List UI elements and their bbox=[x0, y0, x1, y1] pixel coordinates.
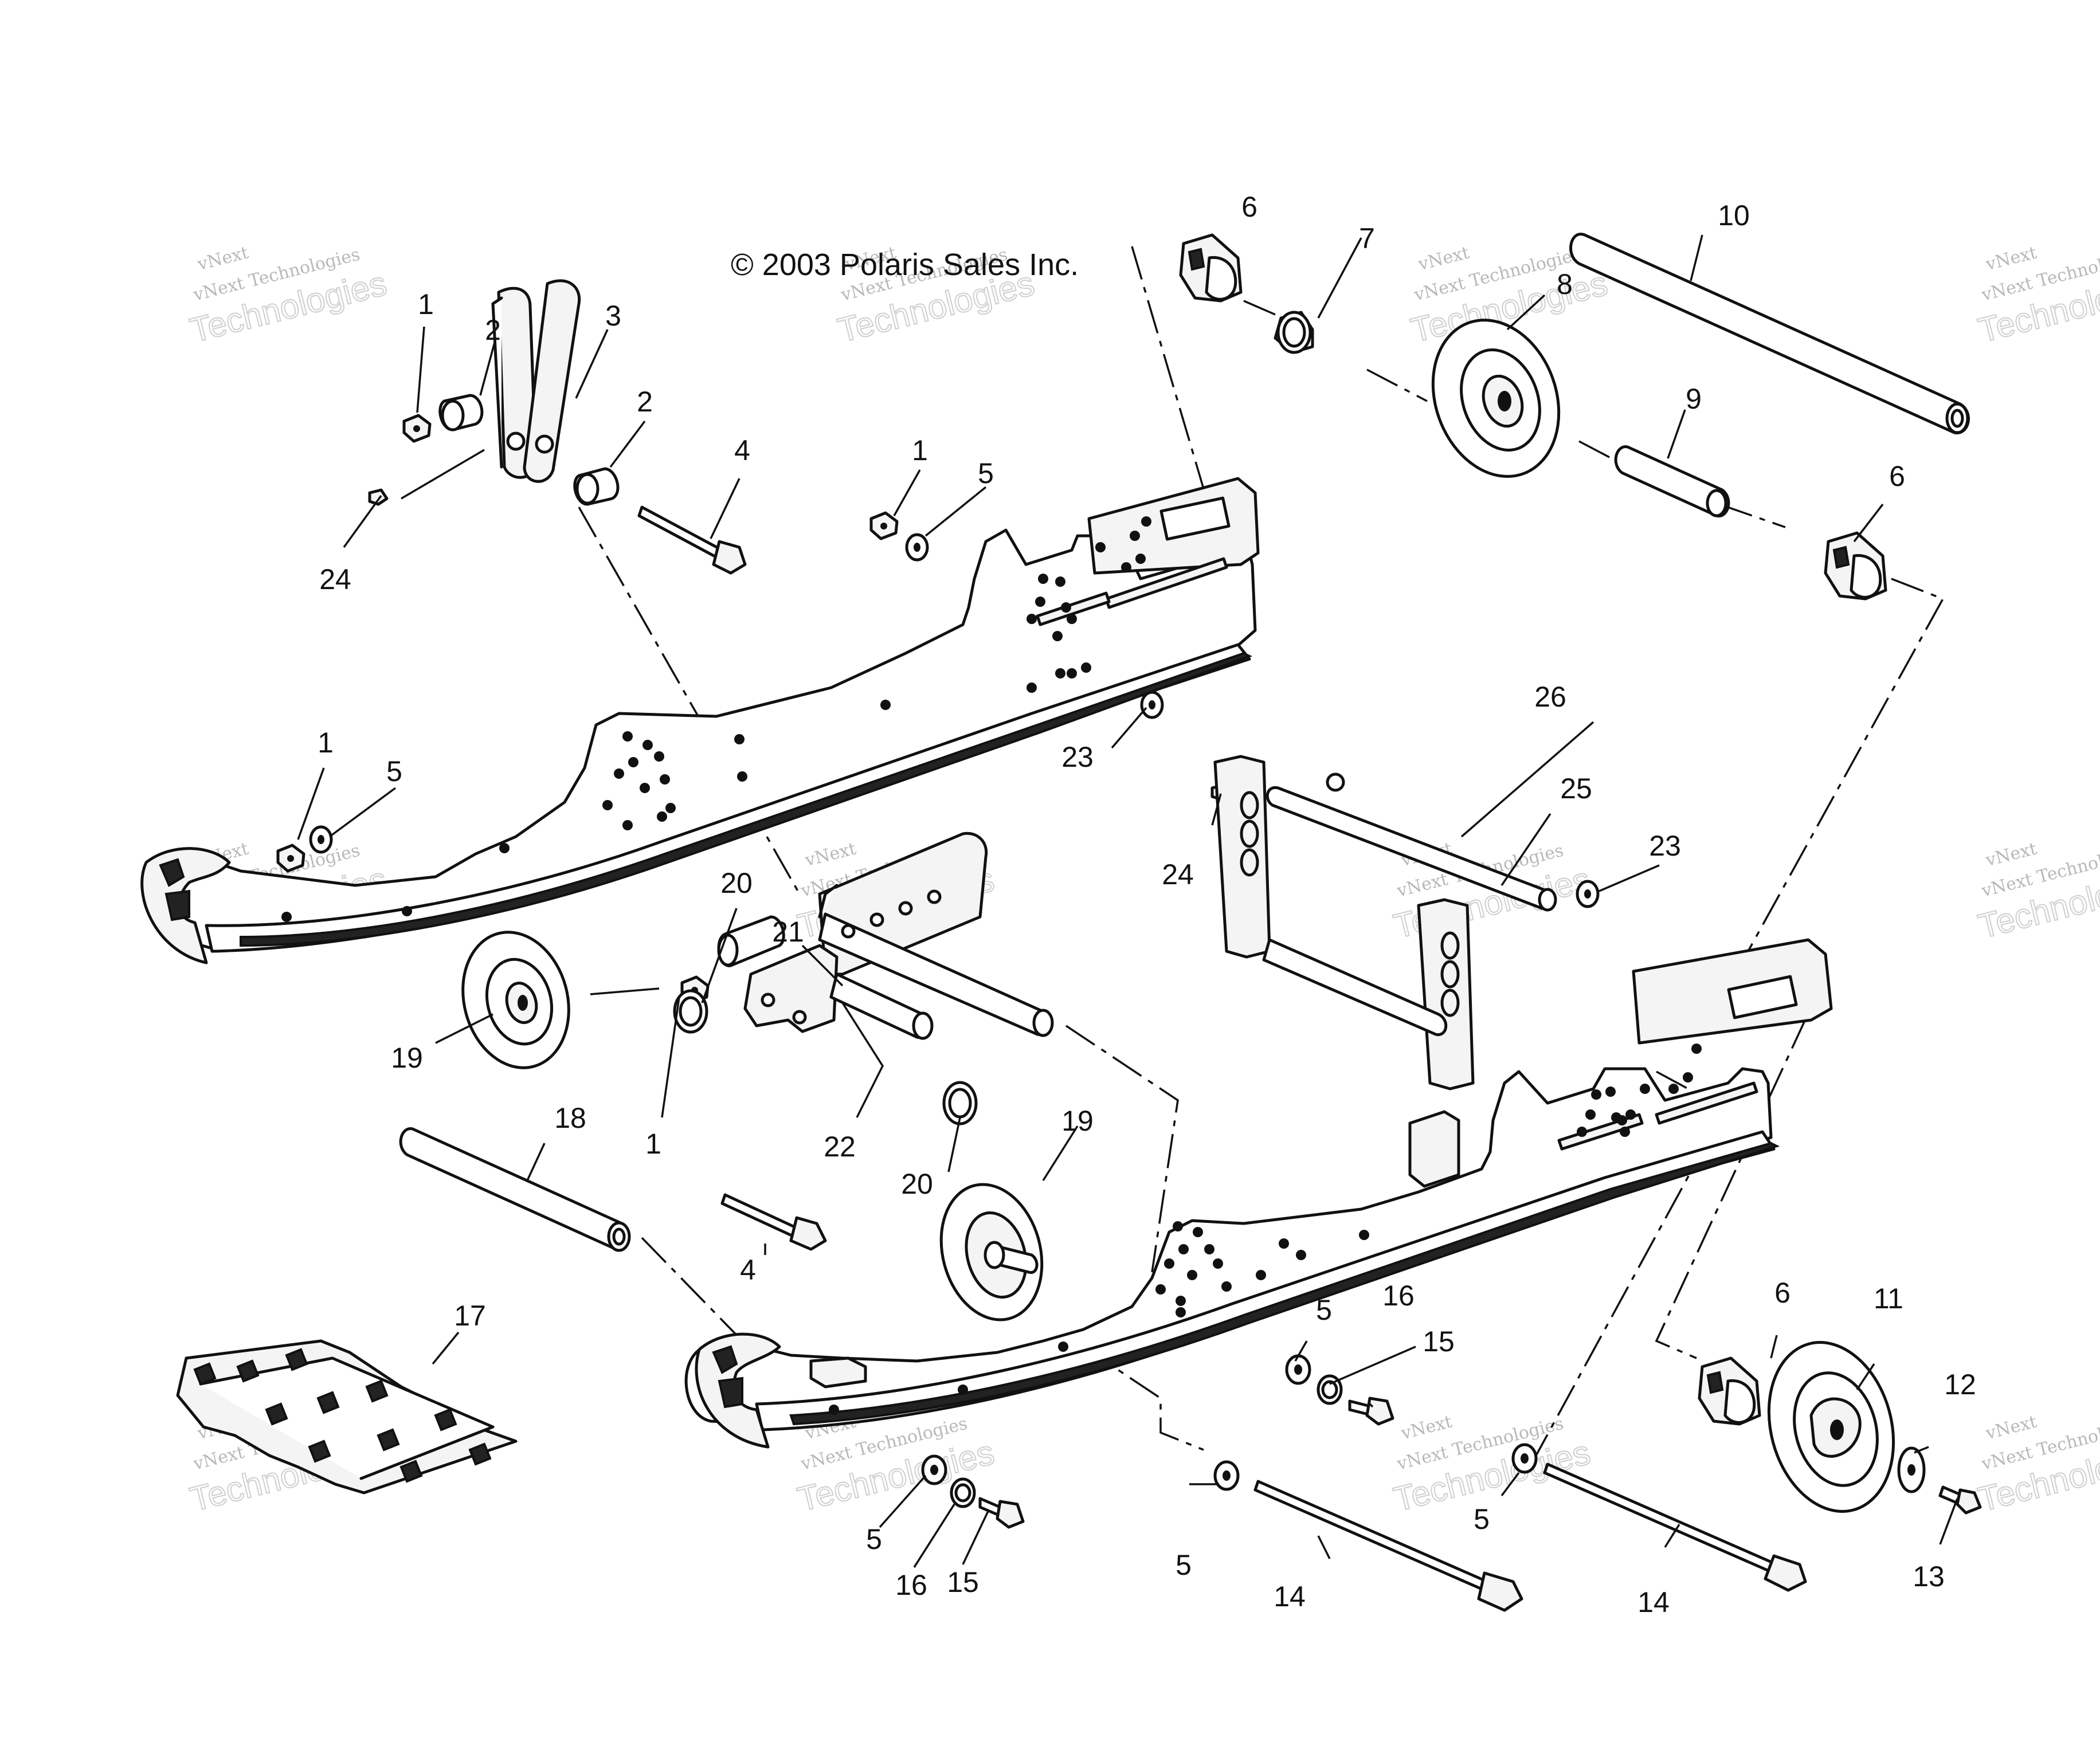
right-rail bbox=[684, 938, 1833, 1449]
callout-6: 6 bbox=[1241, 191, 1257, 223]
callout-19: 19 bbox=[1061, 1105, 1094, 1137]
callout-4: 4 bbox=[734, 434, 750, 466]
callout-5: 5 bbox=[386, 755, 402, 787]
callout-15: 15 bbox=[1423, 1325, 1455, 1358]
callout-7: 7 bbox=[1359, 222, 1375, 254]
watermark-line1: vNext bbox=[1398, 1412, 1454, 1444]
part-rear-pivot-arm bbox=[1213, 755, 1475, 1091]
part-wheel-adapters bbox=[1179, 233, 1887, 1426]
callout-20: 20 bbox=[720, 867, 753, 899]
callout-1: 1 bbox=[912, 434, 928, 466]
callout-8: 8 bbox=[1557, 268, 1573, 300]
callout-22: 22 bbox=[824, 1131, 856, 1163]
callout-14: 14 bbox=[1637, 1586, 1670, 1618]
part-torque-arm-links bbox=[491, 279, 581, 483]
callout-24: 24 bbox=[319, 563, 351, 595]
callout-16: 16 bbox=[1382, 1280, 1415, 1312]
callout-15: 15 bbox=[947, 1566, 979, 1598]
callout-23: 23 bbox=[1649, 830, 1681, 862]
callout-17: 17 bbox=[454, 1300, 486, 1332]
callout-6: 6 bbox=[1774, 1277, 1791, 1309]
callout-14: 14 bbox=[1274, 1580, 1306, 1613]
watermark-line1: vNext bbox=[1983, 243, 2039, 275]
part-wheels bbox=[461, 319, 1895, 1513]
callout-labels: 1 2 3 2 4 1 5 24 6 7 8 10 9 6 1 5 23 26 … bbox=[318, 191, 1976, 1618]
callout-24: 24 bbox=[1162, 858, 1194, 891]
callout-5: 5 bbox=[1176, 1549, 1192, 1581]
callout-26: 26 bbox=[1534, 681, 1566, 713]
watermark-line1: vNext bbox=[195, 243, 250, 275]
callout-3: 3 bbox=[605, 300, 621, 332]
callout-18: 18 bbox=[554, 1102, 586, 1134]
rail-holes bbox=[829, 1044, 1702, 1415]
watermark-line1: vNext bbox=[1983, 839, 2039, 871]
callout-13: 13 bbox=[1913, 1560, 1945, 1593]
leader-lines bbox=[297, 234, 1958, 1568]
callout-21: 21 bbox=[772, 916, 804, 948]
part-wheel-spacers bbox=[673, 311, 1314, 1125]
watermark-line1: vNext bbox=[802, 839, 858, 871]
callout-20: 20 bbox=[901, 1168, 933, 1200]
callout-23: 23 bbox=[1061, 741, 1094, 773]
callout-6: 6 bbox=[1889, 460, 1905, 492]
callout-5: 5 bbox=[866, 1523, 882, 1555]
part-bushings bbox=[438, 394, 620, 506]
callout-4: 4 bbox=[740, 1254, 756, 1286]
callout-10: 10 bbox=[1718, 199, 1750, 232]
part-nuts-and-washers bbox=[276, 414, 1926, 1508]
callout-1: 1 bbox=[318, 727, 334, 759]
part-front-pivot-arm bbox=[717, 832, 1054, 1040]
callout-2: 2 bbox=[637, 386, 653, 418]
callout-11: 11 bbox=[1874, 1282, 1903, 1315]
callout-19: 19 bbox=[391, 1042, 423, 1074]
watermark-line1: vNext bbox=[1983, 1412, 2039, 1444]
callout-5: 5 bbox=[1316, 1294, 1332, 1326]
rail-holes bbox=[281, 516, 1151, 922]
watermark-line1: vNext bbox=[1416, 243, 1471, 275]
callout-25: 25 bbox=[1560, 772, 1592, 805]
copyright-notice: © 2003 Polaris Sales Inc. bbox=[731, 248, 1079, 282]
callout-2: 2 bbox=[485, 314, 501, 346]
callout-1: 1 bbox=[418, 288, 434, 320]
callout-1: 1 bbox=[645, 1128, 661, 1160]
callout-9: 9 bbox=[1686, 383, 1702, 415]
left-rail bbox=[140, 477, 1260, 964]
callout-16: 16 bbox=[895, 1569, 927, 1601]
part-bolts bbox=[637, 505, 1982, 1612]
part-slide-protector bbox=[176, 1339, 518, 1495]
callout-5: 5 bbox=[1474, 1503, 1490, 1535]
callout-12: 12 bbox=[1944, 1368, 1976, 1401]
part-axle-tubes bbox=[399, 233, 1970, 1252]
callout-5: 5 bbox=[978, 457, 994, 489]
